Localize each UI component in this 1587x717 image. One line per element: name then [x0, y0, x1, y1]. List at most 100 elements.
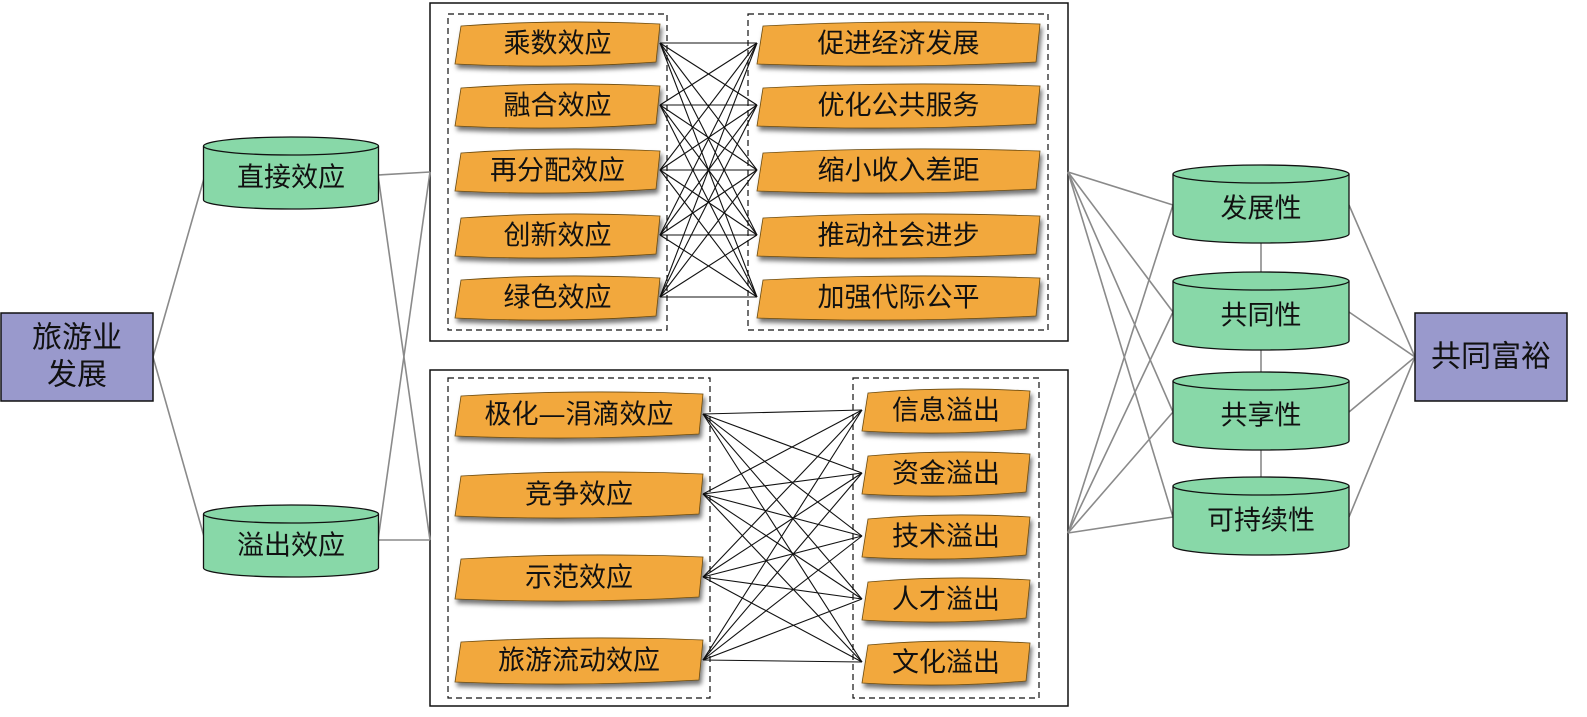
spillover-effect-cylinder: 溢出效应	[202, 504, 380, 578]
direct-effect-4: 绿色效应	[454, 275, 661, 321]
connector-spillover-panel-dim-2	[1067, 411, 1174, 534]
spillover-outcome-3: 人才溢出	[861, 577, 1031, 623]
direct-effect-1: 融合效应	[454, 83, 661, 129]
direct-effect-2-label: 再分配效应	[490, 156, 625, 187]
direct-effect-4-label: 绿色效应	[504, 283, 612, 314]
direct-effect-cylinder-label: 直接效应	[237, 163, 345, 194]
spillover-outcome-0-label: 信息溢出	[892, 396, 1000, 427]
mesh-spillover-1-0	[702, 409, 863, 495]
connector-dim-target-3	[1348, 356, 1416, 518]
source-node-label-line1: 旅游业	[32, 321, 122, 356]
mesh-spillover-1-4	[702, 493, 863, 663]
direct-outcome-2: 缩小收入差距	[756, 148, 1041, 194]
mesh-spillover-1-2	[702, 493, 863, 537]
dimension-2: 共享性	[1172, 371, 1350, 451]
mesh-spillover-3-3	[702, 598, 863, 661]
mesh-spillover-2-4	[702, 576, 863, 663]
direct-outcome-0: 促进经济发展	[756, 21, 1041, 67]
mesh-spillover-0-1	[702, 413, 863, 474]
dimension-3-label: 可持续性	[1207, 506, 1315, 537]
mesh-spillover-2-3	[702, 576, 863, 600]
dimension-1: 共同性	[1172, 271, 1350, 351]
source-node-label-line2: 发展	[47, 358, 107, 393]
spillover-effect-3: 旅游流动效应	[454, 637, 704, 685]
spillover-outcome-1: 资金溢出	[861, 451, 1031, 497]
spillover-effect-0: 极化—涓滴效应	[454, 391, 704, 439]
mesh-spillover-0-2	[702, 413, 863, 537]
connector-spillover-panel-dim-3	[1067, 516, 1174, 534]
spillover-outcome-1-label: 资金溢出	[892, 459, 1000, 490]
spillover-effect-3-label: 旅游流动效应	[498, 646, 660, 677]
dimension-2-label: 共享性	[1221, 401, 1302, 432]
direct-outcome-1: 优化公共服务	[756, 83, 1041, 129]
direct-outcome-4-label: 加强代际公平	[818, 283, 980, 314]
direct-outcome-1-label: 优化公共服务	[818, 91, 980, 122]
direct-effect-0-label: 乘数效应	[504, 29, 612, 60]
mesh-direct-4-0	[659, 42, 758, 298]
mesh-spillover-2-2	[702, 535, 863, 578]
mesh-direct-2-0	[659, 42, 758, 171]
spillover-effect-2-label: 示范效应	[525, 563, 633, 594]
connector-direct-panel-dim-2	[1067, 171, 1174, 413]
target-node-label: 共同富裕	[1431, 340, 1551, 375]
dimension-3: 可持续性	[1172, 476, 1350, 556]
mesh-spillover-3-4	[702, 659, 863, 663]
connector-dim-target-1	[1348, 311, 1416, 358]
mesh-direct-3-2	[659, 169, 758, 236]
effect-outcome-mesh	[659, 42, 863, 663]
mesh-direct-4-3	[659, 234, 758, 298]
direct-effect-3-label: 创新效应	[504, 221, 612, 252]
mesh-spillover-1-1	[702, 472, 863, 495]
connector-source-spillover	[152, 356, 206, 541]
direct-effect-1-label: 融合效应	[504, 91, 612, 122]
spillover-outcome-4: 文化溢出	[861, 640, 1031, 686]
mesh-spillover-2-1	[702, 472, 863, 578]
mesh-spillover-3-0	[702, 409, 863, 661]
direct-effect-cylinder: 直接效应	[202, 136, 380, 210]
spillover-effect-2: 示范效应	[454, 554, 704, 602]
dimension-0-label: 发展性	[1221, 194, 1302, 225]
spillover-effect-cylinder-label: 溢出效应	[237, 531, 345, 562]
spillover-outcome-3-label: 人才溢出	[892, 585, 1000, 616]
dimension-1-label: 共同性	[1221, 301, 1302, 332]
mesh-spillover-0-0	[702, 409, 863, 415]
mesh-direct-2-1	[659, 104, 758, 171]
spillover-effect-0-label: 极化—涓滴效应	[485, 400, 674, 431]
direct-outcomes-group	[747, 13, 1049, 331]
channel-connector-lines	[152, 171, 1416, 541]
connector-direct-panel-dim-0	[1067, 171, 1174, 206]
direct-outcome-0-label: 促进经济发展	[818, 29, 980, 60]
mesh-spillover-3-2	[702, 535, 863, 661]
spillover-outcome-0: 信息溢出	[861, 388, 1031, 434]
direct-outcome-2-label: 缩小收入差距	[818, 156, 980, 187]
direct-outcome-4: 加强代际公平	[756, 275, 1041, 321]
dimension-0: 发展性	[1172, 164, 1350, 244]
mesh-spillover-1-3	[702, 493, 863, 600]
spillover-effect-1-label: 竞争效应	[525, 480, 633, 511]
mesh-direct-4-2	[659, 169, 758, 298]
mesh-direct-3-0	[659, 42, 758, 236]
connector-spillover-panel-dim-1	[1067, 311, 1174, 534]
spillover-effects-group	[447, 377, 711, 699]
spillover-outcome-2-label: 技术溢出	[892, 522, 1000, 553]
connector-direct-panel	[377, 171, 431, 176]
direct-effect-0: 乘数效应	[454, 21, 661, 67]
spillover-effect-1: 竞争效应	[454, 471, 704, 519]
mesh-spillover-0-4	[702, 413, 863, 663]
connector-spillover-panel-dim-0	[1067, 204, 1174, 534]
connector-direct-panel-dim-3	[1067, 171, 1174, 518]
connector-dim-target-0	[1348, 204, 1416, 358]
direct-outcome-3-label: 推动社会进步	[818, 221, 980, 252]
direct-effect-2: 再分配效应	[454, 148, 661, 194]
mesh-direct-4-1	[659, 104, 758, 298]
direct-effect-3: 创新效应	[454, 213, 661, 259]
connector-direct-panel-dim-1	[1067, 171, 1174, 313]
mesh-spillover-0-3	[702, 413, 863, 600]
mesh-spillover-2-0	[702, 409, 863, 578]
connector-spillover-direct-panel	[377, 171, 431, 541]
mesh-direct-1-0	[659, 42, 758, 106]
spillover-outcome-4-label: 文化溢出	[892, 648, 1000, 679]
